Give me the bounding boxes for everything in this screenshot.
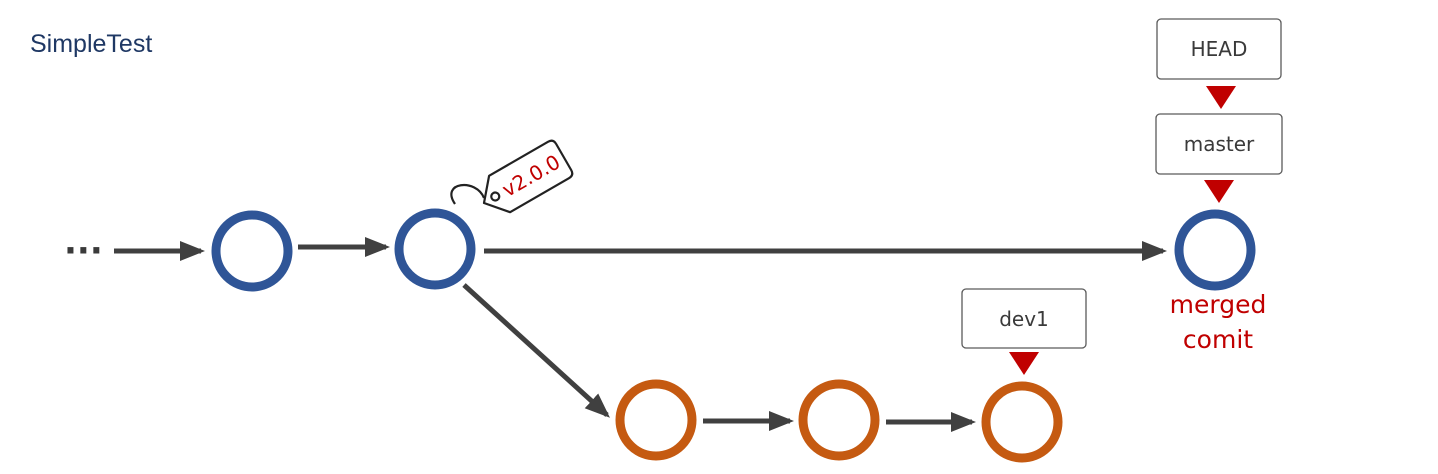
commit-node-dev1-3	[981, 381, 1063, 463]
history-ellipsis: ···	[64, 231, 103, 271]
commit-node-dev1-2	[798, 379, 880, 461]
master-pointer-marker	[1204, 180, 1234, 203]
commit-node-dev1-1	[615, 379, 697, 461]
tag-icon: v2.0.0	[450, 139, 574, 214]
dev1-pointer-box	[961, 288, 1087, 349]
dev1-pointer-marker	[1009, 352, 1039, 375]
merged-commit-label-line2: comit	[1183, 325, 1253, 354]
head-pointer-label: HEAD	[1191, 37, 1248, 61]
dev1-pointer-label: dev1	[999, 307, 1049, 331]
head-pointer-box	[1156, 18, 1282, 80]
master-pointer-box	[1155, 113, 1283, 175]
head-pointer-marker	[1206, 86, 1236, 109]
commit-node-merged	[1174, 209, 1256, 291]
master-pointer-label: master	[1184, 132, 1255, 156]
commit-node-master-2	[394, 208, 476, 290]
diagram-title: SimpleTest	[30, 30, 152, 58]
branch-edge-arrow	[462, 283, 610, 418]
merged-commit-label-line1: merged	[1170, 290, 1267, 319]
commit-node-master-1	[211, 210, 293, 292]
